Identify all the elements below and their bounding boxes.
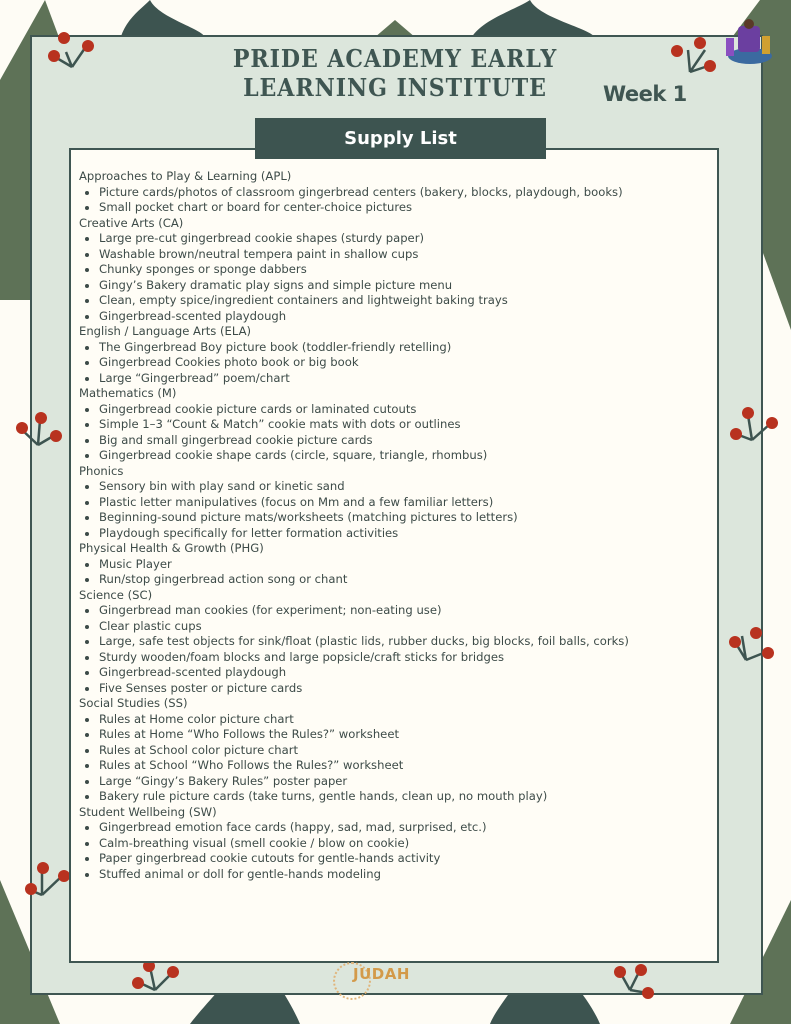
supply-items: Sensory bin with play sand or kinetic sa… <box>79 479 709 541</box>
supply-list-heading: Supply List <box>255 118 546 159</box>
supply-item: Run/stop gingerbread action song or chan… <box>99 572 709 588</box>
supply-item: Playdough specifically for letter format… <box>99 526 709 542</box>
supply-items: Picture cards/photos of classroom ginger… <box>79 185 709 216</box>
supply-items: Music PlayerRun/stop gingerbread action … <box>79 557 709 588</box>
section-heading: Mathematics (M) <box>79 386 177 400</box>
supply-item: Simple 1–3 “Count & Match” cookie mats w… <box>99 417 709 433</box>
supply-item: Rules at School “Who Follows the Rules?”… <box>99 758 709 774</box>
week-label: Week 1 <box>603 82 687 106</box>
supply-item: Chunky sponges or sponge dabbers <box>99 262 709 278</box>
supply-item: Large pre-cut gingerbread cookie shapes … <box>99 231 709 247</box>
supply-item: Gingerbread-scented playdough <box>99 665 709 681</box>
supply-item: Calm-breathing visual (smell cookie / bl… <box>99 836 709 852</box>
section-heading: English / Language Arts (ELA) <box>79 324 252 338</box>
supply-item: Plastic letter manipulatives (focus on M… <box>99 495 709 511</box>
supply-item: Gingerbread cookie picture cards or lami… <box>99 402 709 418</box>
logo-text: JUDAH <box>353 965 410 983</box>
supply-item: Small pocket chart or board for center-c… <box>99 200 709 216</box>
supply-item: Sensory bin with play sand or kinetic sa… <box>99 479 709 495</box>
supply-item: Gingerbread cookie shape cards (circle, … <box>99 448 709 464</box>
school-title: PRIDE ACADEMY EARLY LEARNING INSTITUTE <box>188 44 602 102</box>
supply-item: Gingerbread man cookies (for experiment;… <box>99 603 709 619</box>
supply-item: Clear plastic cups <box>99 619 709 635</box>
supply-list-box <box>69 148 719 963</box>
supply-item: Rules at School color picture chart <box>99 743 709 759</box>
supply-item: Gingerbread-scented playdough <box>99 309 709 325</box>
supply-item: Music Player <box>99 557 709 573</box>
supply-item: Bakery rule picture cards (take turns, g… <box>99 789 709 805</box>
supply-items: Large pre-cut gingerbread cookie shapes … <box>79 231 709 324</box>
supply-item: Clean, empty spice/ingredient containers… <box>99 293 709 309</box>
supply-item: Large “Gingy’s Bakery Rules” poster pape… <box>99 774 709 790</box>
title-line-1: PRIDE ACADEMY EARLY <box>232 44 558 73</box>
supply-item: Gingy’s Bakery dramatic play signs and s… <box>99 278 709 294</box>
supply-item: Large “Gingerbread” poem/chart <box>99 371 709 387</box>
supply-list-content: Approaches to Play & Learning (APL) Pictu… <box>79 169 709 882</box>
supply-item: Beginning-sound picture mats/worksheets … <box>99 510 709 526</box>
section-heading: Social Studies (SS) <box>79 696 188 710</box>
section-heading: Approaches to Play & Learning (APL) <box>79 169 292 183</box>
supply-items: Gingerbread man cookies (for experiment;… <box>79 603 709 696</box>
section-heading: Physical Health & Growth (PHG) <box>79 541 264 555</box>
section-heading: Student Wellbeing (SW) <box>79 804 217 819</box>
supply-items: Gingerbread cookie picture cards or lami… <box>79 402 709 464</box>
supply-item: Five Senses poster or picture cards <box>99 681 709 697</box>
supply-item: Gingerbread Cookies photo book or big bo… <box>99 355 709 371</box>
supply-item: Stuffed animal or doll for gentle-hands … <box>99 867 709 883</box>
supply-item: Washable brown/neutral tempera paint in … <box>99 247 709 263</box>
supply-item: Picture cards/photos of classroom ginger… <box>99 185 709 201</box>
supply-items: The Gingerbread Boy picture book (toddle… <box>79 340 709 387</box>
graduates-illustration <box>726 19 772 64</box>
supply-item: Rules at Home color picture chart <box>99 712 709 728</box>
supply-items: Gingerbread emotion face cards (happy, s… <box>79 820 709 882</box>
section-heading: Science (SC) <box>79 587 153 602</box>
supply-item: Gingerbread emotion face cards (happy, s… <box>99 820 709 836</box>
supply-items: Rules at Home color picture chartRules a… <box>79 712 709 805</box>
supply-item: Big and small gingerbread cookie picture… <box>99 433 709 449</box>
supply-item: Sturdy wooden/foam blocks and large pops… <box>99 650 709 666</box>
supply-item: Rules at Home “Who Follows the Rules?” w… <box>99 727 709 743</box>
section-heading: Phonics <box>79 463 124 478</box>
supply-item: The Gingerbread Boy picture book (toddle… <box>99 340 709 356</box>
section-heading: Creative Arts (CA) <box>79 215 184 230</box>
title-line-2: LEARNING INSTITUTE <box>243 73 547 102</box>
supply-item: Large, safe test objects for sink/float … <box>99 634 709 650</box>
judah-logo: JUDAH <box>333 962 409 1000</box>
supply-item: Paper gingerbread cookie cutouts for gen… <box>99 851 709 867</box>
